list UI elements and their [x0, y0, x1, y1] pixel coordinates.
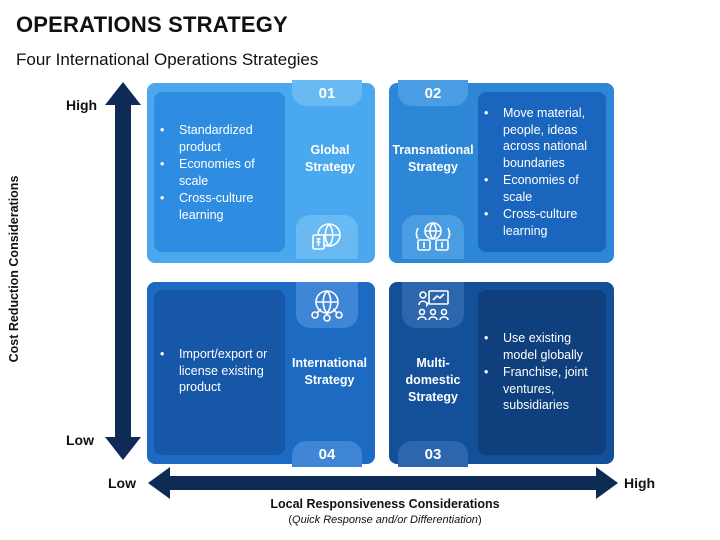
- vertical-axis-arrow: [105, 82, 141, 460]
- global-network-icon: [311, 290, 343, 322]
- strategy-name-line: International: [291, 356, 367, 370]
- quadrant-number-03: 03: [398, 441, 468, 467]
- page-subtitle: Four International Operations Strategies: [16, 50, 319, 69]
- strategy-name-international: International Strategy: [287, 355, 372, 389]
- globe-trade-icon: [415, 222, 451, 251]
- list-item: Economies of scale: [156, 156, 284, 189]
- y-axis-low-label: Low: [66, 432, 94, 448]
- list-item: Move material, people, ideas across nati…: [480, 105, 606, 171]
- quadrant-number-01: 01: [292, 80, 362, 106]
- strategy-name-line: Multi-: [416, 356, 450, 370]
- strategy-name-multidomestic: Multi- domestic Strategy: [391, 355, 475, 406]
- strategy-name-line: domestic: [405, 373, 461, 387]
- list-item: Use existing model globally: [480, 330, 606, 363]
- x-axis-subtitle-close: ): [477, 514, 482, 526]
- x-axis-low-label: Low: [108, 475, 136, 491]
- icon-badge-global: [296, 215, 358, 259]
- quadrant-number-04: 04: [292, 441, 362, 467]
- horizontal-axis-arrow: [148, 467, 618, 499]
- quadrant-number-02: 02: [398, 80, 468, 106]
- list-item: Franchise, joint ventures, subsidiaries: [480, 364, 606, 414]
- icon-badge-international: [296, 282, 358, 328]
- strategy-name-line: Strategy: [407, 160, 459, 174]
- strategy-name-transnational: Transnational Strategy: [388, 142, 478, 176]
- icon-badge-multidomestic: [402, 282, 464, 328]
- list-item: Economies of scale: [480, 172, 606, 205]
- list-item: Cross-culture learning: [480, 206, 606, 239]
- bullet-list-global: Standardized product Economies of scale …: [156, 122, 284, 224]
- y-axis-title: Cost Reduction Considerations: [7, 175, 21, 363]
- list-item: Standardized product: [156, 122, 284, 155]
- list-item: Import/export or license existing produc…: [156, 346, 284, 396]
- globe-money-icon: [312, 223, 341, 250]
- bullet-list-multidomestic: Use existing model globally Franchise, j…: [480, 330, 606, 415]
- x-axis-title: Local Responsiveness Considerations: [270, 497, 500, 511]
- presentation-team-icon: [417, 290, 449, 321]
- strategy-name-global: Global Strategy: [290, 142, 370, 176]
- x-axis-subtitle-text: Quick Response and/or Differentiation: [292, 514, 478, 526]
- icon-badge-transnational: [402, 215, 464, 259]
- bullet-list-transnational: Move material, people, ideas across nati…: [480, 105, 606, 240]
- x-axis-high-label: High: [624, 475, 656, 491]
- strategy-name-line: Strategy: [304, 373, 355, 387]
- strategy-name-line: Global: [310, 143, 350, 157]
- bullet-list-international: Import/export or license existing produc…: [156, 346, 284, 397]
- y-axis-high-label: High: [66, 97, 98, 113]
- strategy-name-line: Strategy: [407, 390, 459, 404]
- page-title: OPERATIONS STRATEGY: [16, 12, 288, 37]
- list-item: Cross-culture learning: [156, 190, 284, 223]
- strategy-name-line: Transnational: [392, 143, 474, 157]
- strategy-name-line: Strategy: [304, 160, 356, 174]
- x-axis-subtitle-open: (: [288, 514, 293, 526]
- x-axis-subtitle: (Quick Response and/or Differentiation): [180, 514, 590, 526]
